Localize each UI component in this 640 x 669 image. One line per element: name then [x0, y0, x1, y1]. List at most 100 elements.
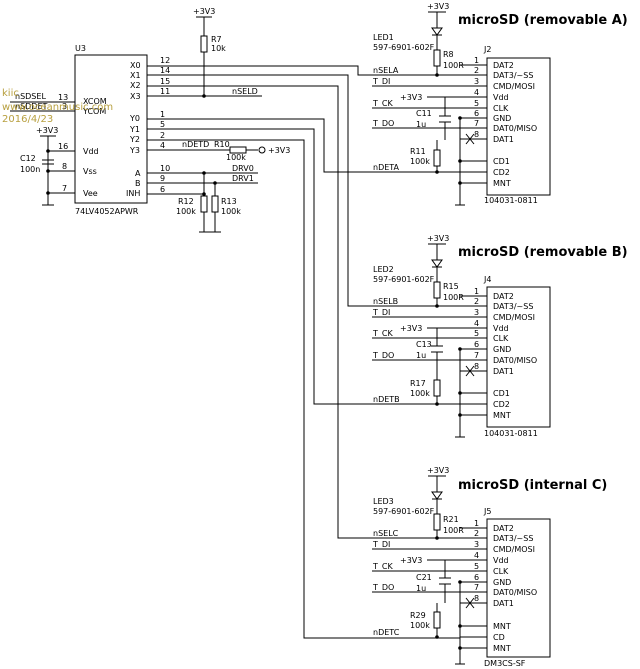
slot-a-pin-name: CMD/MOSI: [493, 82, 535, 91]
net-nsdsel: nSDSEL: [15, 92, 46, 101]
mux-body: [74, 54, 148, 204]
junction-dot: [435, 73, 439, 77]
power-label: +3V3: [400, 324, 422, 333]
slot-b-di-net: T_DI: [372, 308, 390, 317]
slot-a-vdd-cap-wire: [427, 96, 460, 140]
power-label: +3V3: [400, 93, 422, 102]
slot-c-pin-name: DAT1: [493, 599, 514, 608]
slot-b-pin-num: 5: [474, 329, 479, 338]
power-label: +3V3: [427, 466, 449, 475]
slot-a-do-net: T_DO: [372, 119, 394, 128]
junction-dot: [202, 171, 206, 175]
r10-value: 100k: [226, 153, 246, 162]
slot-c-vdd-cap-wire: [427, 559, 460, 603]
slot-a-led-part: 597-6901-602F: [373, 43, 435, 52]
slot-a-pin-num: 8: [474, 130, 479, 139]
slot-c-led-ref: LED3: [373, 497, 394, 506]
slot-b-pin-name: CLK: [493, 334, 509, 343]
slot-c-led-part: 597-6901-602F: [373, 507, 435, 516]
slot-a-det-net: nDETA: [373, 163, 400, 172]
mux-left-pin-stubs: [10, 101, 75, 194]
slot-c-pin-stubs: [372, 527, 487, 649]
slot-b-ck-net: T_CK: [372, 329, 393, 338]
slot-c-power-wire: [428, 475, 446, 492]
mux-pin-num: 11: [160, 87, 170, 96]
slot-a-pin-num: 1: [474, 56, 479, 65]
slot-c-ck-net: T_CK: [372, 562, 393, 571]
slot-c-pin-num: 5: [474, 562, 479, 571]
slot-c-pin-num: 7: [474, 583, 479, 592]
slot-b-pin-num: 4: [474, 319, 479, 328]
c12-decoupling: +3V3 C12 100n: [20, 126, 58, 206]
slot-b-r-top-resistor: [433, 281, 441, 299]
slot-b-nc-mark: [465, 365, 475, 377]
r7-wire: [196, 16, 212, 96]
mux-pin-name: A: [135, 169, 141, 178]
slot-a-led-ref: LED1: [373, 33, 394, 42]
slot-a-r-top-resistor: [433, 49, 441, 67]
slot-c-bottom-pin: MNT: [493, 644, 511, 653]
slot-a-r-det-value: 100k: [410, 157, 430, 166]
power-terminal-icon: [258, 146, 266, 154]
slot-c-pin-num: 6: [474, 573, 479, 582]
c12-capacitor-symbol: [42, 159, 54, 165]
slot-a-sel-net: nSELA: [373, 66, 399, 75]
slot-a-pin-num: 3: [474, 77, 479, 86]
slot-c-connector-body: [486, 518, 551, 658]
slot-a-r-top-ref: R8: [443, 50, 454, 59]
mux-pin-name: X2: [130, 81, 141, 90]
mux-pin-name: Vee: [83, 189, 98, 198]
r12-value: 100k: [176, 207, 196, 216]
slot-a-bottom-pin: CD2: [493, 168, 510, 177]
mux-pin-num: 14: [160, 66, 170, 75]
junction-dot: [46, 149, 50, 153]
drv-pulldown-wires: [199, 173, 221, 233]
slot-b-sel-net: nSELB: [373, 297, 398, 306]
slot-b-conn-part: 104031-0811: [484, 429, 538, 438]
slot-c-di-net: T_DI: [372, 540, 390, 549]
slot-c-led-icon: [431, 491, 443, 500]
watermark: kiic www.oceanmusic.com 2016/4/23: [2, 88, 113, 125]
slot-b-bottom-pin: CD2: [493, 400, 510, 409]
slot-a-title: microSD (removable A): [458, 13, 628, 28]
mux-pin-num: 6: [160, 185, 165, 194]
slot-a-ck-net: T_CK: [372, 99, 393, 108]
mux-pin-name: Y1: [129, 125, 140, 134]
c12-value: 100n: [20, 165, 40, 174]
drv-pulldowns: DRV0 DRV1 R12 100k R13 100k: [176, 164, 258, 233]
mux-pin-name: XCOM: [83, 97, 107, 106]
slot-b-power-wire: [428, 243, 446, 260]
mux-pin-name: B: [135, 179, 141, 188]
slot-b-det-net: nDETB: [373, 395, 400, 404]
slot-b-bottom-pin: CD1: [493, 389, 510, 398]
mux-pin-num: 5: [160, 120, 165, 129]
slot-a-nc-mark: [465, 133, 475, 145]
slot-b-cap-ref: C13: [416, 340, 432, 349]
slot-c-bottom-pin: CD: [493, 633, 505, 642]
mux-pin-num: 7: [62, 184, 67, 193]
junction-dot: [458, 646, 462, 650]
net-nsddet: nSDDET: [15, 102, 48, 111]
slot-c-sel-net: nSELC: [373, 529, 399, 538]
slot-c-title: microSD (internal C): [458, 478, 607, 493]
r13-resistor: [211, 195, 219, 213]
slot-a-pin-num: 5: [474, 99, 479, 108]
slot-c-r-top-resistor: [433, 513, 441, 531]
junction-dot: [458, 159, 462, 163]
slot-c-det-net: nDETC: [373, 628, 400, 637]
slot-b-connector-body: [486, 286, 551, 428]
slot-a-cap-ref: C11: [416, 109, 432, 118]
r12-ref: R12: [178, 197, 194, 206]
mux-right-pin-stubs: [147, 65, 200, 195]
mux-pin-num: 3: [62, 102, 67, 111]
mux-pin-num: 10: [160, 164, 170, 173]
c12-ref: C12: [20, 154, 36, 163]
slot-a-pin-name: Vdd: [493, 93, 509, 102]
r7-ref: R7: [211, 35, 222, 44]
slot-b-r-det-resistor: [433, 379, 441, 397]
slot-a-conn-ref: J2: [483, 45, 491, 54]
r13-value: 100k: [221, 207, 241, 216]
junction-dot: [435, 536, 439, 540]
slot-a-pin-num: 2: [474, 66, 479, 75]
slot-b-pin-name: DAT0/MISO: [493, 356, 537, 365]
